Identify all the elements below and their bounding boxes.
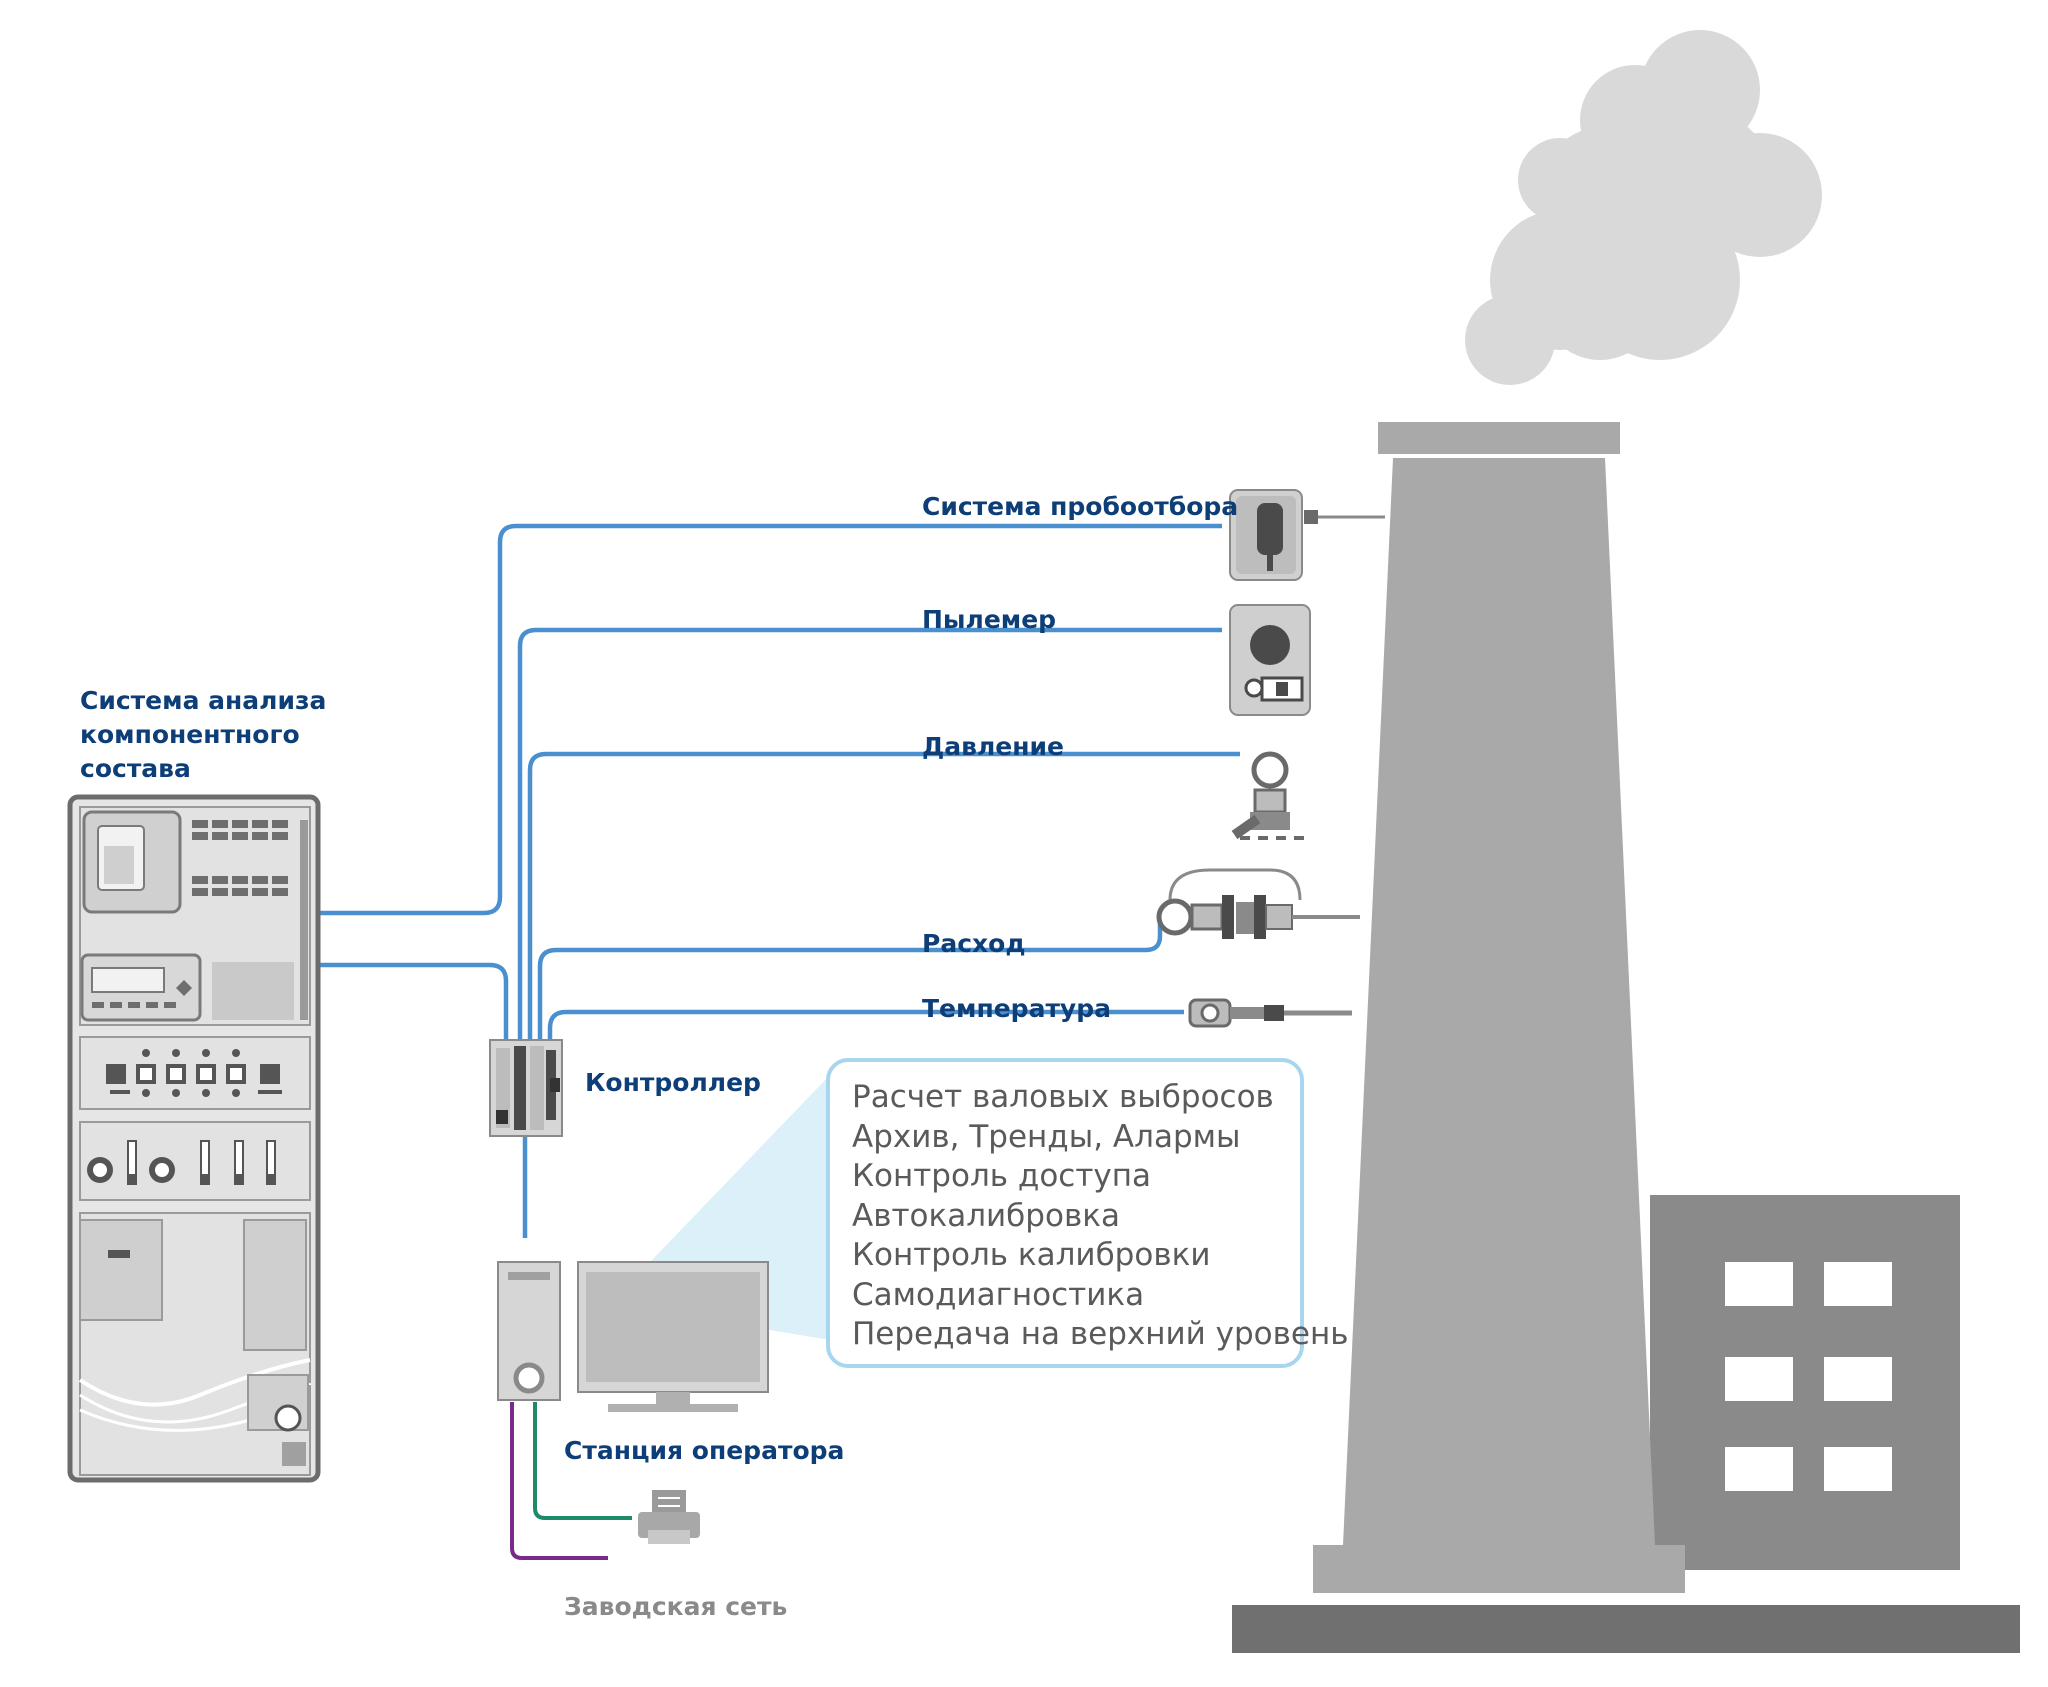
chimney — [1313, 422, 1685, 1593]
line-plant-network — [510, 1402, 608, 1560]
line-flow — [537, 917, 1163, 1040]
operator-monitor — [577, 1261, 769, 1412]
sampling-system-label: Система пробоотбора — [922, 492, 1239, 521]
line-sampling — [318, 523, 1222, 916]
line-temperature — [547, 1009, 1184, 1040]
temperature-label: Температура — [922, 994, 1111, 1023]
flow-meter-device — [1156, 868, 1360, 939]
plant-network-label: Заводская сеть — [564, 1592, 788, 1621]
line-printer — [533, 1402, 632, 1520]
ground — [1232, 1605, 2020, 1653]
dust-meter-device — [1229, 604, 1311, 716]
controller-label: Контроллер — [585, 1068, 761, 1097]
feature-item: Самодиагностика — [852, 1276, 1145, 1313]
feature-list-box: Расчет валовых выбросов Архив, Тренды, А… — [826, 1058, 1349, 1368]
signal-lines — [318, 523, 1240, 1238]
feature-item: Архив, Тренды, Алармы — [852, 1118, 1241, 1155]
operator-pc — [497, 1261, 561, 1401]
line-dust — [517, 627, 1222, 1040]
dust-meter-label: Пылемер — [922, 605, 1057, 634]
temperature-sensor — [1188, 998, 1352, 1028]
flow-label: Расход — [922, 929, 1026, 958]
line-pressure — [527, 751, 1240, 1040]
controller-device — [489, 1039, 563, 1137]
operator-station-label: Станция оператора — [564, 1436, 845, 1465]
feature-item: Контроль доступа — [852, 1158, 1151, 1194]
sampling-device — [1229, 489, 1385, 581]
line-analyzer-2 — [318, 962, 509, 1040]
printer-icon — [638, 1490, 700, 1544]
feature-item: Автокалибровка — [852, 1197, 1120, 1234]
analyzer-cabinet — [67, 794, 321, 1483]
feature-item: Передача на верхний уровень — [852, 1316, 1349, 1352]
analyzer-system-label: Система анализа компонентного состава — [80, 686, 327, 783]
pressure-transmitter — [1231, 751, 1305, 840]
smoke-cloud — [1465, 30, 1822, 385]
factory-building — [1650, 1195, 1960, 1570]
feature-item: Расчет валовых выбросов — [852, 1079, 1274, 1115]
feature-item: Контроль калибровки — [852, 1237, 1211, 1273]
pressure-label: Давление — [922, 732, 1064, 761]
